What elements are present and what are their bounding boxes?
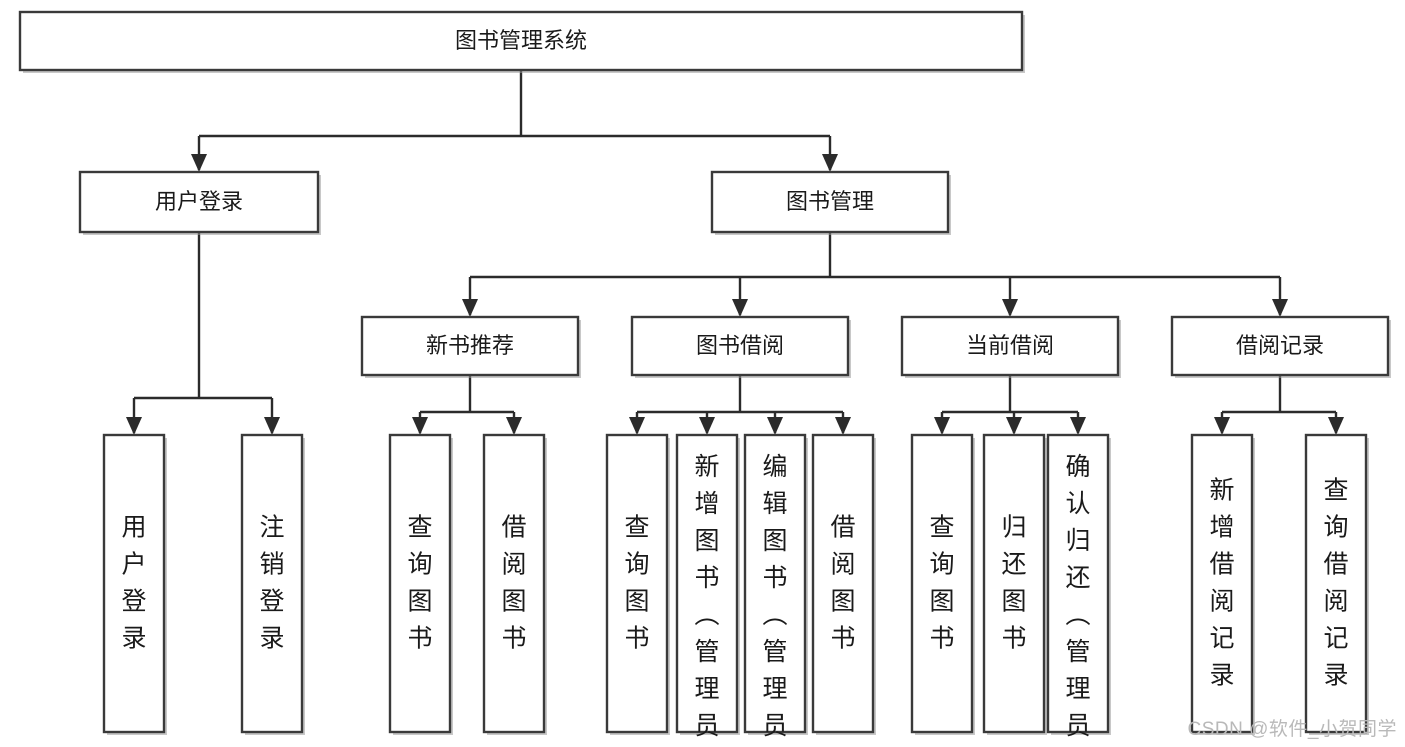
node-root-rect[interactable] — [18, 10, 1024, 72]
node-level3-3-rect[interactable] — [1170, 315, 1390, 377]
node-leaf-9-rect[interactable] — [982, 433, 1046, 734]
node-leaf-11-label: 新增借阅记录 — [1209, 477, 1234, 690]
node-leaf-5-label: 新增图书︵管理员︶ — [694, 453, 719, 747]
node-leaf-10[interactable]: 确认归还︵管理员︶ — [1046, 433, 1111, 747]
node-leaf-0-rect[interactable] — [102, 433, 166, 734]
node-leaf-0-label: 用户登录 — [121, 514, 146, 653]
node-root[interactable]: 图书管理系统 — [18, 10, 1025, 73]
node-level3-3-label: 借阅记录 — [1236, 333, 1324, 358]
node-leaf-3-label: 借阅图书 — [501, 514, 526, 653]
node-leaf-7[interactable]: 借阅图书 — [811, 433, 876, 735]
arrow-books-2 — [1002, 299, 1018, 317]
arrow-books-3 — [1272, 299, 1288, 317]
node-level2-0-rect[interactable] — [78, 170, 320, 234]
node-leaf-3-rect[interactable] — [482, 433, 546, 734]
node-leaf-4[interactable]: 查询图书 — [605, 433, 670, 735]
node-leaf-8-rect[interactable] — [910, 433, 974, 734]
arrow-l3-2-0 — [934, 417, 950, 435]
arrow-books-0 — [462, 299, 478, 317]
node-leaf-4-label: 查询图书 — [624, 514, 649, 653]
arrow-l3-3-1 — [1328, 417, 1344, 435]
node-leaf-12-rect[interactable] — [1304, 433, 1368, 734]
node-leaf-3[interactable]: 借阅图书 — [482, 433, 547, 735]
node-leaf-2-label: 查询图书 — [407, 514, 432, 653]
node-leaf-12[interactable]: 查询借阅记录 — [1304, 433, 1369, 735]
arrow-l3-0-0 — [412, 417, 428, 435]
nodes-layer: 图书管理系统用户登录图书管理新书推荐图书借阅当前借阅借阅记录用户登录注销登录查询… — [18, 10, 1391, 747]
node-leaf-6-rect[interactable] — [743, 433, 807, 734]
edges-layer — [126, 70, 1344, 435]
arrow-l3-3-0 — [1214, 417, 1230, 435]
node-level3-1[interactable]: 图书借阅 — [630, 315, 851, 378]
node-root-label: 图书管理系统 — [455, 28, 587, 53]
node-level3-2-label: 当前借阅 — [966, 333, 1054, 358]
node-level3-2[interactable]: 当前借阅 — [900, 315, 1121, 378]
node-leaf-6-label: 编辑图书︵管理员︶ — [762, 453, 787, 747]
node-level2-1-label: 图书管理 — [786, 189, 874, 214]
node-level2-1[interactable]: 图书管理 — [710, 170, 951, 235]
arrow-login-1 — [264, 417, 280, 435]
csdn-watermark: CSDN @软件_小贺同学 — [1187, 719, 1397, 740]
arrow-l3-1-0 — [629, 417, 645, 435]
arrow-l3-2-2 — [1070, 417, 1086, 435]
node-leaf-9[interactable]: 归还图书 — [982, 433, 1047, 735]
node-leaf-8[interactable]: 查询图书 — [910, 433, 975, 735]
arrow-root-0 — [191, 154, 207, 172]
node-level3-3[interactable]: 借阅记录 — [1170, 315, 1391, 378]
node-leaf-6[interactable]: 编辑图书︵管理员︶ — [743, 433, 808, 747]
node-leaf-1-rect[interactable] — [240, 433, 304, 734]
arrow-l3-0-1 — [506, 417, 522, 435]
node-leaf-11-rect[interactable] — [1190, 433, 1254, 734]
arrow-l3-1-3 — [835, 417, 851, 435]
node-leaf-7-rect[interactable] — [811, 433, 875, 734]
arrow-l3-1-2 — [767, 417, 783, 435]
node-leaf-5-rect[interactable] — [675, 433, 739, 734]
node-level2-1-rect[interactable] — [710, 170, 950, 234]
node-leaf-4-rect[interactable] — [605, 433, 669, 734]
node-leaf-7-label: 借阅图书 — [830, 514, 855, 653]
node-level3-0[interactable]: 新书推荐 — [360, 315, 581, 378]
arrow-books-1 — [732, 299, 748, 317]
node-leaf-11[interactable]: 新增借阅记录 — [1190, 433, 1255, 735]
node-leaf-10-rect[interactable] — [1046, 433, 1110, 734]
arrow-l3-1-1 — [699, 417, 715, 435]
arrow-root-1 — [822, 154, 838, 172]
node-level3-0-rect[interactable] — [360, 315, 580, 377]
arrow-login-0 — [126, 417, 142, 435]
arrow-l3-2-1 — [1006, 417, 1022, 435]
node-level3-0-label: 新书推荐 — [426, 333, 514, 358]
node-leaf-5[interactable]: 新增图书︵管理员︶ — [675, 433, 740, 747]
node-leaf-8-label: 查询图书 — [929, 514, 954, 653]
node-leaf-2-rect[interactable] — [388, 433, 452, 734]
node-level2-0[interactable]: 用户登录 — [78, 170, 321, 235]
node-level3-2-rect[interactable] — [900, 315, 1120, 377]
node-level3-1-rect[interactable] — [630, 315, 850, 377]
node-leaf-12-label: 查询借阅记录 — [1323, 477, 1348, 690]
node-leaf-1-label: 注销登录 — [259, 514, 284, 653]
node-leaf-10-label: 确认归还︵管理员︶ — [1065, 453, 1090, 747]
node-leaf-2[interactable]: 查询图书 — [388, 433, 453, 735]
node-level3-1-label: 图书借阅 — [696, 333, 784, 358]
node-leaf-0[interactable]: 用户登录 — [102, 433, 167, 735]
node-level2-0-label: 用户登录 — [155, 189, 243, 214]
node-leaf-9-label: 归还图书 — [1001, 514, 1026, 653]
node-leaf-1[interactable]: 注销登录 — [240, 433, 305, 735]
